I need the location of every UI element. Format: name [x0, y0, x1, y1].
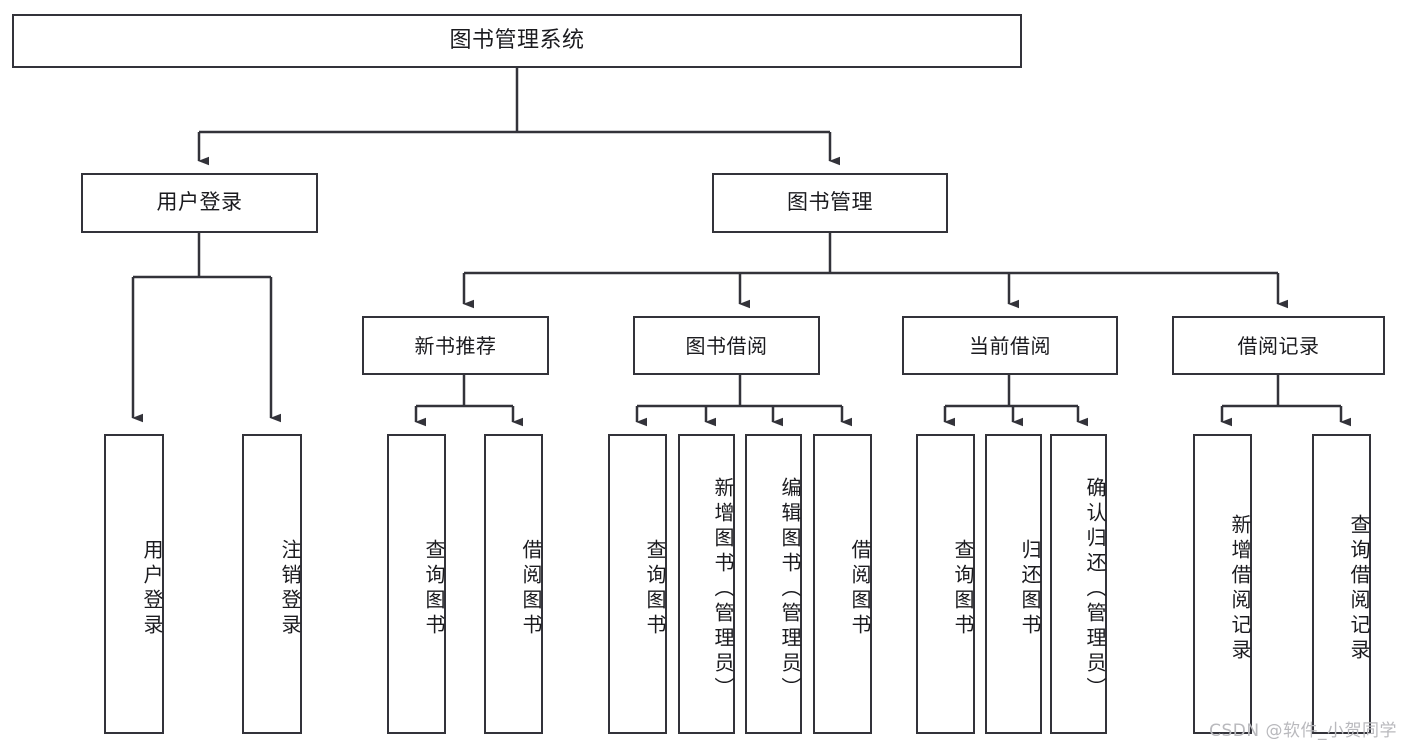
- leaf-add-borrow-record[interactable]: 新增借阅记录: [1193, 434, 1252, 734]
- leaf-query-book-current[interactable]: 查询图书: [916, 434, 975, 734]
- leaf-borrow-book[interactable]: 借阅图书: [813, 434, 872, 734]
- leaf-query-book-borrow[interactable]: 查询图书: [608, 434, 667, 734]
- leaf-return-book[interactable]: 归还图书: [985, 434, 1042, 734]
- leaf-confirm-return-admin[interactable]: 确认归还（管理员）: [1050, 434, 1107, 734]
- leaf-borrow-book-recommend[interactable]: 借阅图书: [484, 434, 543, 734]
- node-book-borrow[interactable]: 图书借阅: [633, 316, 820, 375]
- node-book-management[interactable]: 图书管理: [712, 173, 948, 233]
- node-new-book-recommend[interactable]: 新书推荐: [362, 316, 549, 375]
- watermark-credit: CSDN @软件_小贺同学: [1209, 721, 1397, 741]
- leaf-query-borrow-record[interactable]: 查询借阅记录: [1312, 434, 1371, 734]
- node-borrow-record[interactable]: 借阅记录: [1172, 316, 1385, 375]
- node-current-borrow[interactable]: 当前借阅: [902, 316, 1118, 375]
- leaf-logout[interactable]: 注销登录: [242, 434, 302, 734]
- node-user-login[interactable]: 用户登录: [81, 173, 318, 233]
- leaf-edit-book-admin[interactable]: 编辑图书（管理员）: [745, 434, 802, 734]
- leaf-user-login[interactable]: 用户登录: [104, 434, 164, 734]
- leaf-add-book-admin[interactable]: 新增图书（管理员）: [678, 434, 735, 734]
- node-root-system[interactable]: 图书管理系统: [12, 14, 1022, 68]
- leaf-query-book-recommend[interactable]: 查询图书: [387, 434, 446, 734]
